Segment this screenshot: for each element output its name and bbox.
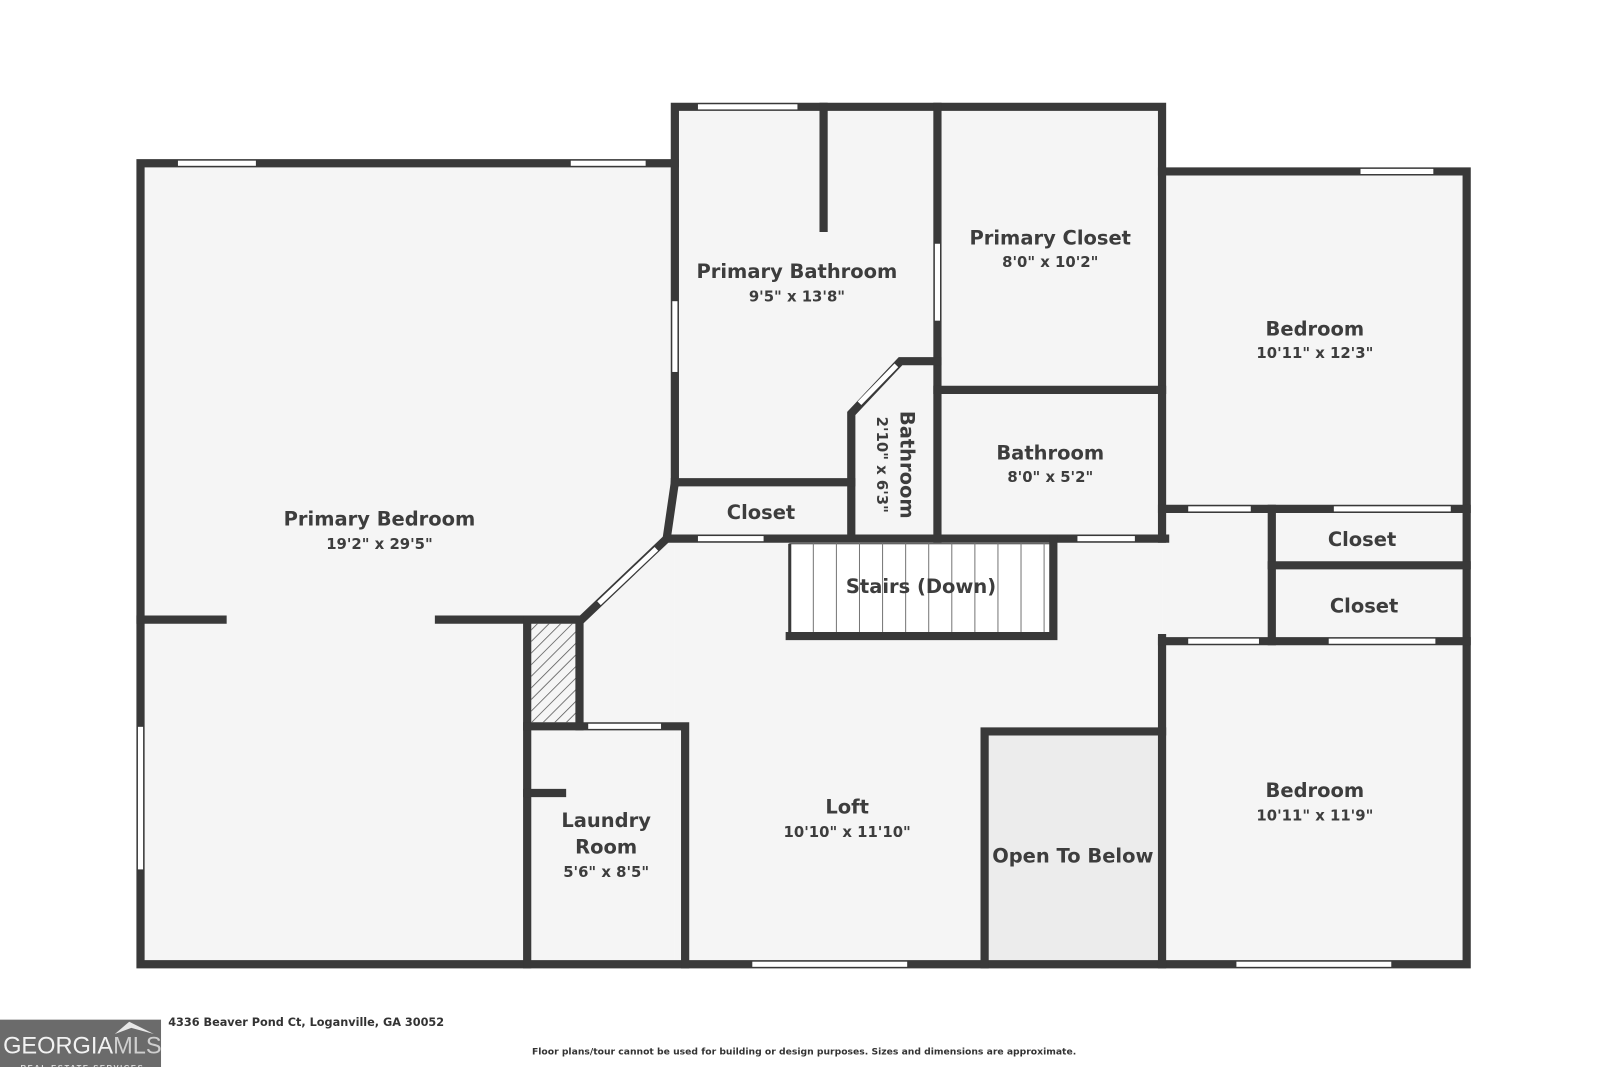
room-label-loft: Loft <box>825 796 869 819</box>
svg-text:REAL ESTATE SERVICES: REAL ESTATE SERVICES <box>21 1063 145 1067</box>
open-below-area <box>984 731 1163 965</box>
room-dims-bathroom: 8'0" x 5'2" <box>1007 468 1093 486</box>
georgia-mls-logo: GEORGIAMLS REAL ESTATE SERVICES <box>0 1019 162 1067</box>
openings <box>136 103 1452 968</box>
room-label-primary-bedroom: Primary Bedroom <box>284 507 476 530</box>
room-label-closet-a: Closet <box>1328 528 1396 551</box>
room-label-bedroom-2: Bedroom <box>1266 779 1365 802</box>
room-dims-primary-bathroom: 9'5" x 13'8" <box>749 288 845 306</box>
room-label-primary-bathroom: Primary Bathroom <box>697 260 898 283</box>
room-label-small-bathroom: Bathroom <box>896 411 919 519</box>
room-label-laundry-1: Laundry <box>561 809 651 832</box>
room-dims-primary-bedroom: 19'2" x 29'5" <box>326 535 433 553</box>
room-dims-bedroom-2: 10'11" x 11'9" <box>1256 807 1373 825</box>
room-dims-small-bathroom: 2'10" x 6'3" <box>873 417 891 513</box>
room-label-closet-b: Closet <box>1330 594 1398 617</box>
room-dims-primary-closet: 8'0" x 10'2" <box>1002 253 1098 271</box>
room-label-primary-closet: Primary Closet <box>970 226 1131 249</box>
room-label-stairs: Stairs (Down) <box>846 575 996 598</box>
room-label-bedroom-1: Bedroom <box>1266 318 1365 341</box>
room-label-bathroom: Bathroom <box>996 442 1104 465</box>
room-label-closet: Closet <box>727 501 795 524</box>
room-dims-laundry: 5'6" x 8'5" <box>563 863 649 881</box>
room-dims-loft: 10'10" x 11'10" <box>784 823 911 841</box>
room-label-laundry-2: Room <box>575 836 637 859</box>
chase-hatch <box>531 623 578 723</box>
room-label-open-below: Open To Below <box>992 845 1153 868</box>
svg-text:GEORGIAMLS: GEORGIAMLS <box>3 1033 162 1059</box>
disclaimer: Floor plans/tour cannot be used for buil… <box>532 1047 1076 1058</box>
address: 4336 Beaver Pond Ct, Loganville, GA 3005… <box>168 1016 444 1029</box>
stairs <box>789 543 1054 637</box>
room-dims-bedroom-1: 10'11" x 12'3" <box>1256 344 1373 362</box>
